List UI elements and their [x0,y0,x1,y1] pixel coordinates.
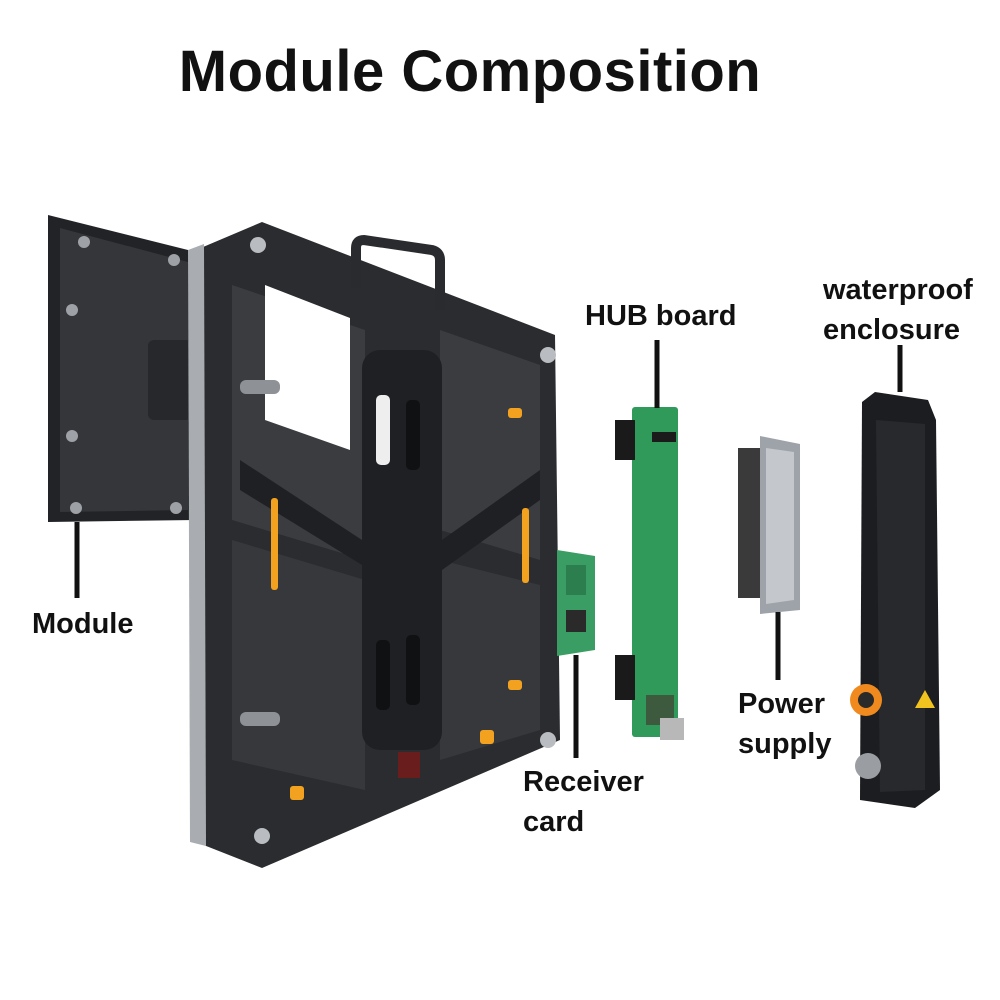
receiver-label-line1: Receiver [523,766,644,798]
leader-lines [74,340,903,758]
waterproof-enclosure-illustration [850,392,940,808]
diagram-title: Module Composition [178,39,762,104]
waterproof-enclosure-label: waterproof enclosure [823,270,973,350]
receiver-label-line2: card [523,806,585,838]
receiver-card-illustration [557,550,595,656]
led-module-panel [48,215,196,522]
module-label: Module [32,604,134,644]
power-label-line2: supply [738,728,832,760]
module-label-text: Module [32,608,134,640]
power-supply-illustration [738,436,800,614]
power-supply-label: Power supply [738,684,831,764]
hub-board-label: HUB board [585,296,736,336]
enclosure-label-line1: waterproof [823,274,973,306]
enclosure-label-line2: enclosure [823,314,960,346]
receiver-card-label: Receiver card [523,762,644,842]
cabinet-frame [188,222,560,868]
hub-board-label-text: HUB board [585,300,737,332]
power-label-line1: Power [738,688,826,720]
hub-board-illustration [615,407,684,740]
